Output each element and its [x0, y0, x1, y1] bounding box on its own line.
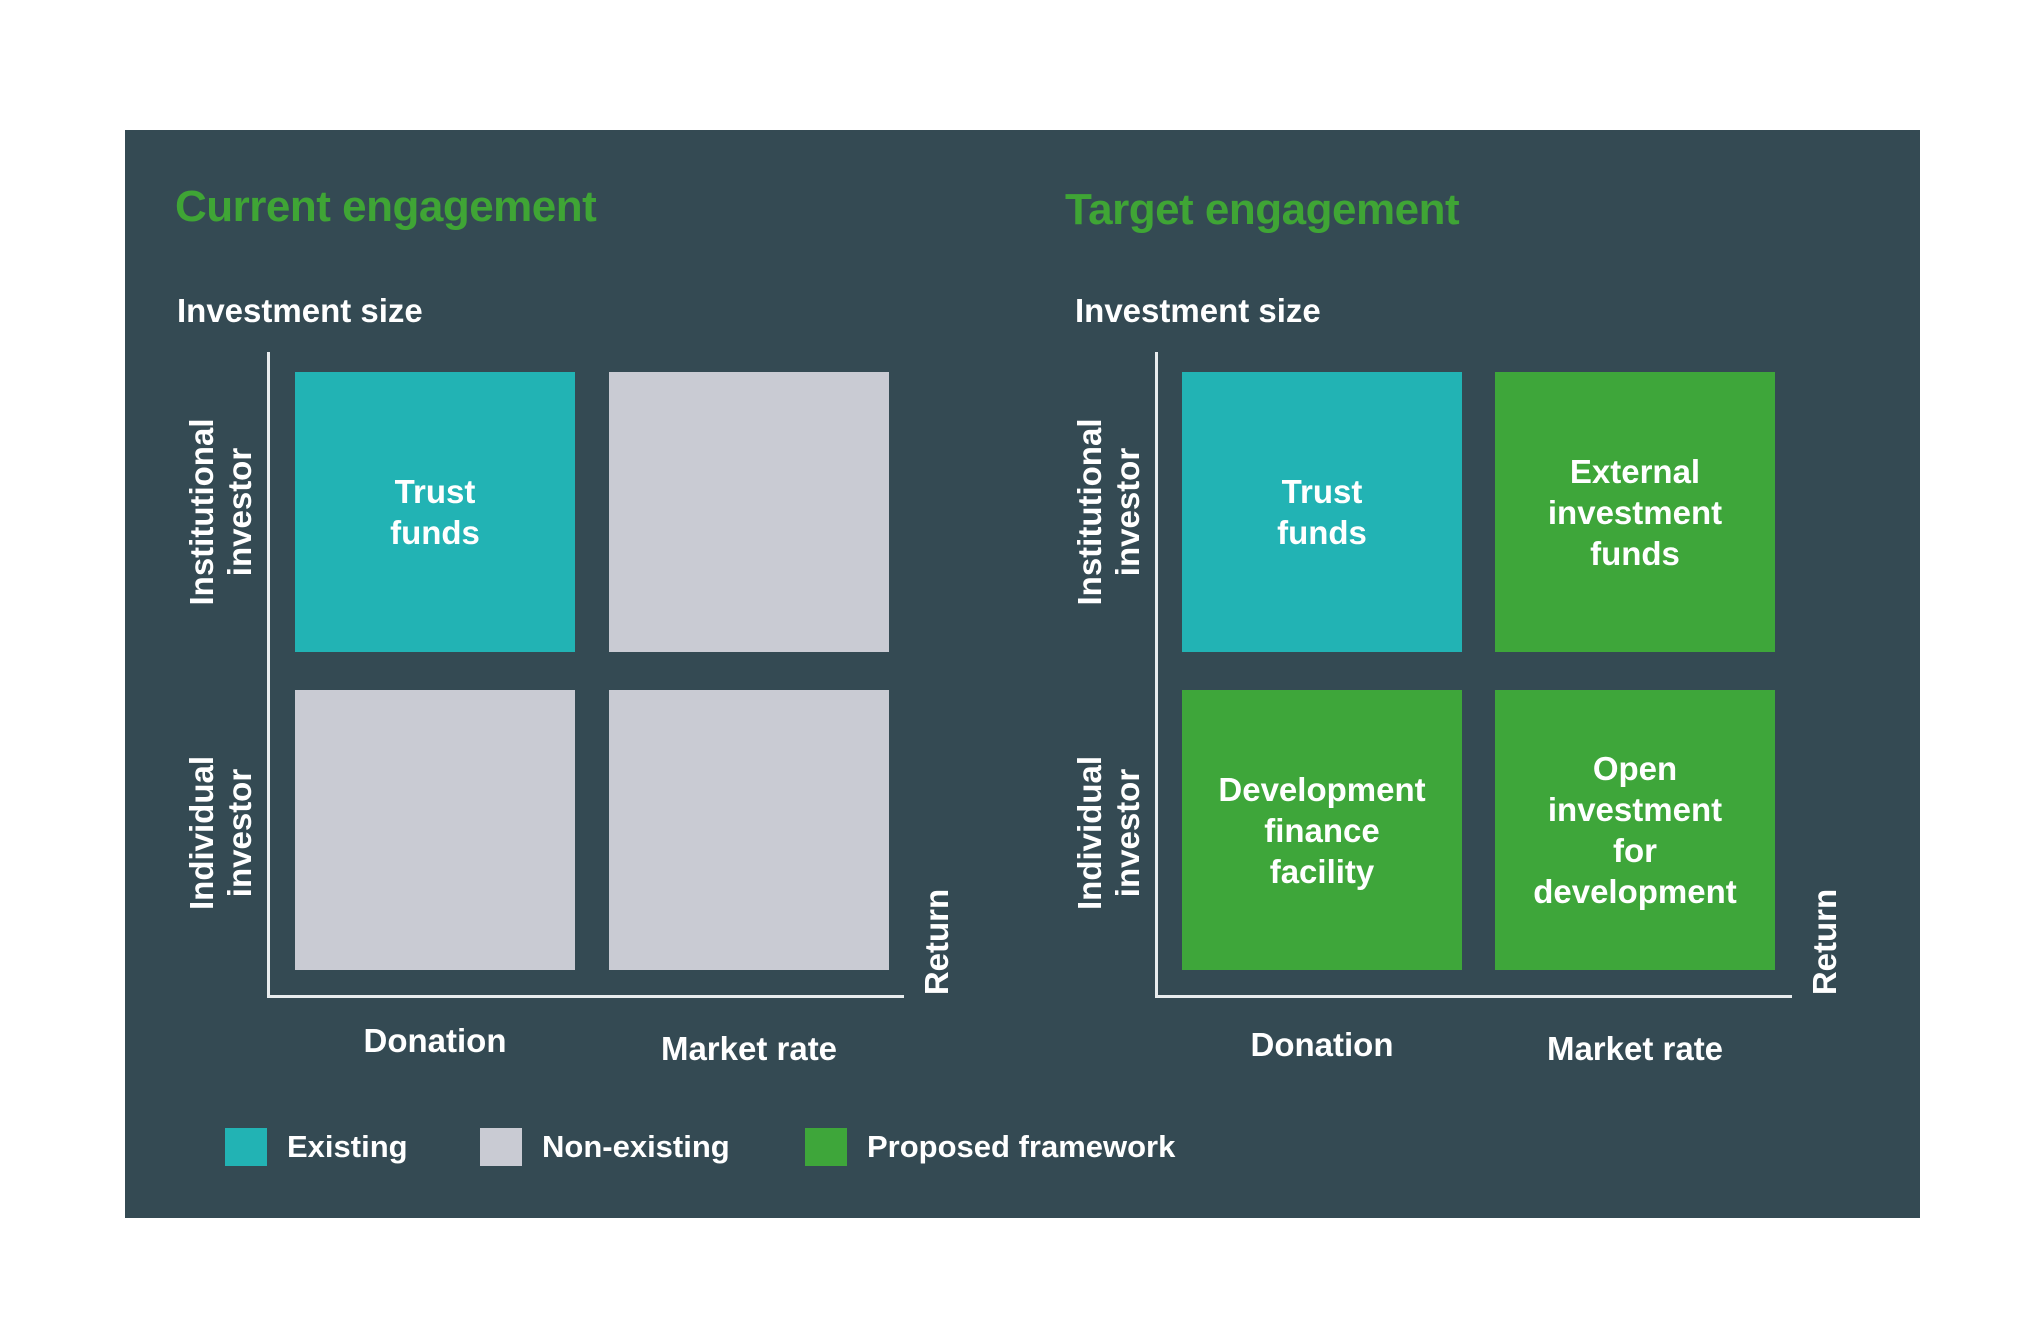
target-cell-individual-market: Open investment for development	[1495, 690, 1775, 970]
current-y-axis-label: Investment size	[177, 292, 423, 329]
target-engagement-title: Target engagement	[1065, 185, 1460, 234]
legend-item-proposed: Proposed framework	[805, 1128, 1175, 1166]
legend-swatch-proposed	[805, 1128, 847, 1166]
target-x-axis-line	[1155, 995, 1792, 998]
diagram-panel: Current engagement Investment size Insti…	[125, 130, 1920, 1218]
current-cell-individual-market	[609, 690, 889, 970]
target-y-axis-line	[1155, 352, 1158, 998]
target-cell-institutional-donation-label: Trust funds	[1277, 473, 1367, 551]
target-cell-institutional-market: External investment funds	[1495, 372, 1775, 652]
current-cell-institutional-market	[609, 372, 889, 652]
current-cell-institutional-donation: Trust funds	[295, 372, 575, 652]
target-cell-individual-market-label: Open investment for development	[1533, 750, 1737, 910]
target-column-label-market-rate: Market rate	[1546, 1030, 1724, 1067]
current-y-axis-line	[267, 352, 270, 998]
target-cell-institutional-donation: Trust funds	[1182, 372, 1462, 652]
target-cell-individual-donation-label: Development finance facility	[1218, 770, 1426, 890]
current-cell-individual-donation	[295, 690, 575, 970]
current-x-axis-line	[267, 995, 904, 998]
current-cell-institutional-donation-label: Trust funds	[390, 473, 480, 551]
legend-swatch-non-existing	[480, 1128, 522, 1166]
current-engagement-title: Current engagement	[175, 182, 597, 231]
legend-swatch-existing	[225, 1128, 267, 1166]
legend-item-existing: Existing	[225, 1128, 408, 1166]
target-cell-individual-donation: Development finance facility	[1182, 690, 1462, 970]
target-y-axis-label: Investment size	[1075, 292, 1321, 329]
target-column-label-donation: Donation	[1250, 1026, 1394, 1063]
current-column-label-market-rate: Market rate	[660, 1030, 838, 1067]
legend-item-non-existing: Non-existing	[480, 1128, 730, 1166]
target-cell-institutional-market-label: External investment funds	[1547, 452, 1723, 572]
current-column-label-donation: Donation	[363, 1022, 507, 1059]
